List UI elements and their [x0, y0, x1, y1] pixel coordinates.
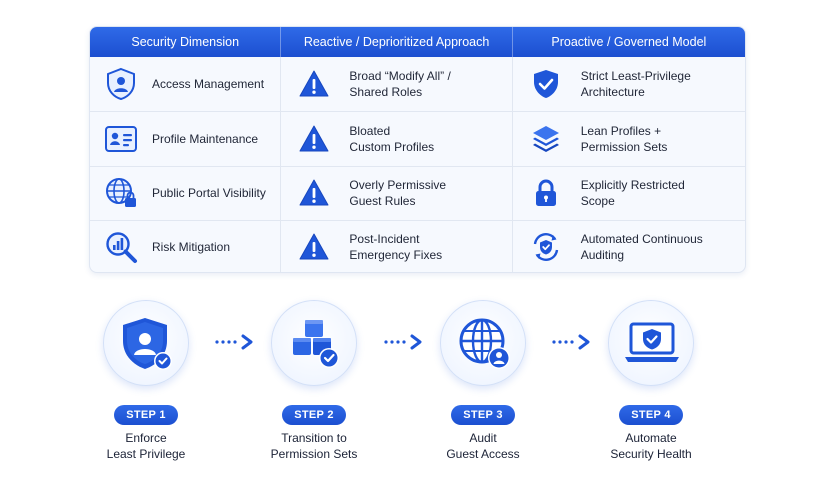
reactive-label: Bloated Custom Profiles [349, 123, 435, 154]
table-row: Risk Mitigation Post-Incident Emergency … [90, 219, 745, 272]
proactive-cell: Automated Continuous Auditing [513, 221, 745, 272]
proactive-cell: Explicitly Restricted Scope [513, 167, 745, 220]
proactive-label: Automated Continuous Auditing [580, 232, 703, 263]
dimension-cell: Access Management [90, 57, 282, 112]
dimension-label: Access Management [152, 77, 265, 92]
shield-user-icon [107, 68, 135, 101]
table-row: Access Management Broad “Modify All” / S… [90, 57, 745, 112]
reactive-cell: Overly Permissive Guest Rules [281, 166, 513, 220]
step-2-badge: STEP 2 [282, 405, 346, 425]
step-4-label: Automate Security Health [610, 431, 692, 461]
laptop-shield-icon [625, 322, 679, 362]
header-proactive-model: Proactive / Governed Model [551, 35, 707, 49]
warning-icon [299, 70, 329, 97]
table-header: Security Dimension Reactive / Deprioriti… [90, 27, 745, 57]
arrow-right-icon [215, 334, 253, 350]
warning-icon [299, 179, 329, 206]
shield-check-icon [533, 70, 558, 99]
arrow-right-icon [552, 334, 590, 350]
step-3-circle [440, 300, 526, 386]
warning-icon [299, 233, 329, 260]
step-1-circle [103, 300, 189, 386]
step-2-label: Transition to Permission Sets [270, 431, 358, 461]
refresh-shield-icon [533, 233, 558, 262]
reactive-label: Broad “Modify All” / Shared Roles [349, 69, 451, 100]
table-body: Access Management Broad “Modify All” / S… [90, 57, 745, 272]
layers-icon [532, 125, 559, 152]
proactive-cell: Strict Least-Privilege Architecture [513, 57, 745, 111]
dimension-label: Public Portal Visibility [152, 186, 266, 201]
reactive-cell: Post-Incident Emergency Fixes [281, 220, 513, 272]
step-2-circle [271, 300, 357, 386]
id-card-icon [105, 125, 137, 152]
step-1-badge: STEP 1 [114, 405, 178, 425]
cubes-check-icon [293, 320, 339, 368]
reactive-cell: Broad “Modify All” / Shared Roles [281, 57, 513, 112]
reactive-label: Overly Permissive Guest Rules [349, 178, 447, 209]
table-row: Profile Maintenance Bloated Custom Profi… [90, 111, 745, 166]
proactive-label: Strict Least-Privilege Architecture [580, 69, 691, 100]
step-4-badge: STEP 4 [619, 405, 683, 425]
table-row: Public Portal Visibility Overly Permissi… [90, 165, 745, 220]
header-security-dimension: Security Dimension [90, 27, 282, 57]
steps-flow: STEP 1 Enforce Least Privilege STEP 2 Tr… [0, 298, 834, 478]
globe-user-icon [459, 318, 510, 369]
magnifier-chart-icon [106, 232, 137, 264]
dimension-cell: Public Portal Visibility [90, 166, 282, 220]
dimension-label: Risk Mitigation [152, 240, 231, 255]
shield-user-check-icon [123, 318, 172, 370]
header-reactive-approach: Reactive / Deprioritized Approach [281, 27, 513, 57]
proactive-cell: Lean Profiles + Permission Sets [513, 112, 745, 165]
dimension-cell: Profile Maintenance [90, 112, 282, 166]
arrow-right-icon [384, 334, 422, 350]
dimension-cell: Risk Mitigation [90, 220, 282, 272]
reactive-cell: Bloated Custom Profiles [281, 112, 513, 166]
warning-icon [299, 125, 329, 152]
padlock-icon [535, 179, 556, 207]
step-4-circle [608, 300, 694, 386]
step-3-badge: STEP 3 [451, 405, 515, 425]
dimension-label: Profile Maintenance [152, 131, 259, 146]
step-1-label: Enforce Least Privilege [106, 431, 186, 461]
comparison-table: Security Dimension Reactive / Deprioriti… [89, 26, 746, 273]
globe-lock-icon [106, 178, 136, 208]
step-3-label: Audit Guest Access [446, 431, 520, 461]
proactive-label: Explicitly Restricted Scope [580, 178, 685, 209]
reactive-label: Post-Incident Emergency Fixes [349, 232, 443, 263]
proactive-label: Lean Profiles + Permission Sets [580, 123, 668, 154]
